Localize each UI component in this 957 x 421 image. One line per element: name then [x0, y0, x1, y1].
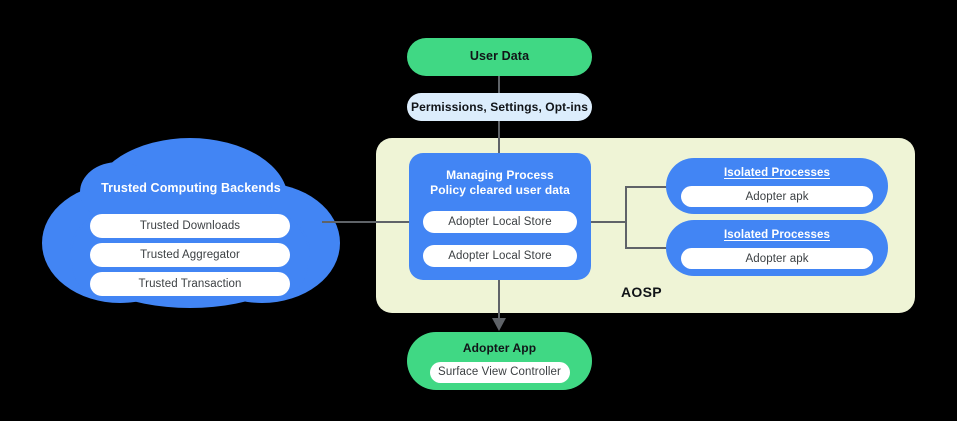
adopter-app-title: Adopter App: [462, 341, 537, 355]
permissions-node[interactable]: Permissions, Settings, Opt-ins: [407, 93, 592, 121]
cloud-title: Trusted Computing Backends: [101, 181, 281, 195]
isolated-process-node-1[interactable]: Isolated Processes Adopter apk: [666, 158, 888, 214]
cloud-chip-trusted-aggregator[interactable]: Trusted Aggregator: [90, 243, 290, 267]
user-data-node[interactable]: User Data: [407, 38, 592, 76]
isolated-process-title-1: Isolated Processes: [724, 167, 830, 179]
adopter-apk-chip-1[interactable]: Adopter apk: [681, 186, 873, 208]
connector-cloud-managing: [322, 221, 410, 223]
connector-managing-bracket-stem: [591, 221, 627, 223]
isolated-process-title-2: Isolated Processes: [724, 229, 830, 241]
connector-userdata-permissions: [498, 76, 500, 93]
cloud-chip-trusted-downloads[interactable]: Trusted Downloads: [90, 214, 290, 238]
connector-managing-adopterapp: [498, 280, 500, 322]
managing-process-node[interactable]: Managing Process Policy cleared user dat…: [409, 153, 591, 280]
adopter-apk-chip-2[interactable]: Adopter apk: [681, 248, 873, 270]
managing-process-title-line2: Policy cleared user data: [430, 182, 570, 197]
managing-process-title-line1: Managing Process: [446, 168, 554, 182]
permissions-label: Permissions, Settings, Opt-ins: [410, 99, 589, 114]
isolated-process-node-2[interactable]: Isolated Processes Adopter apk: [666, 220, 888, 276]
adopter-local-store-chip-1[interactable]: Adopter Local Store: [423, 211, 577, 234]
adopter-app-node[interactable]: Adopter App Surface View Controller: [407, 332, 592, 390]
connector-permissions-managing: [498, 121, 500, 154]
cloud-chip-trusted-transaction[interactable]: Trusted Transaction: [90, 272, 290, 296]
surface-view-controller-chip[interactable]: Surface View Controller: [429, 361, 570, 383]
user-data-label: User Data: [469, 49, 530, 64]
aosp-label: AOSP: [621, 284, 662, 300]
connector-bracket-bottom-branch: [625, 247, 668, 249]
connector-bracket-spine: [625, 186, 627, 249]
connector-bracket-top-branch: [625, 186, 668, 188]
adopter-local-store-chip-2[interactable]: Adopter Local Store: [423, 245, 577, 268]
